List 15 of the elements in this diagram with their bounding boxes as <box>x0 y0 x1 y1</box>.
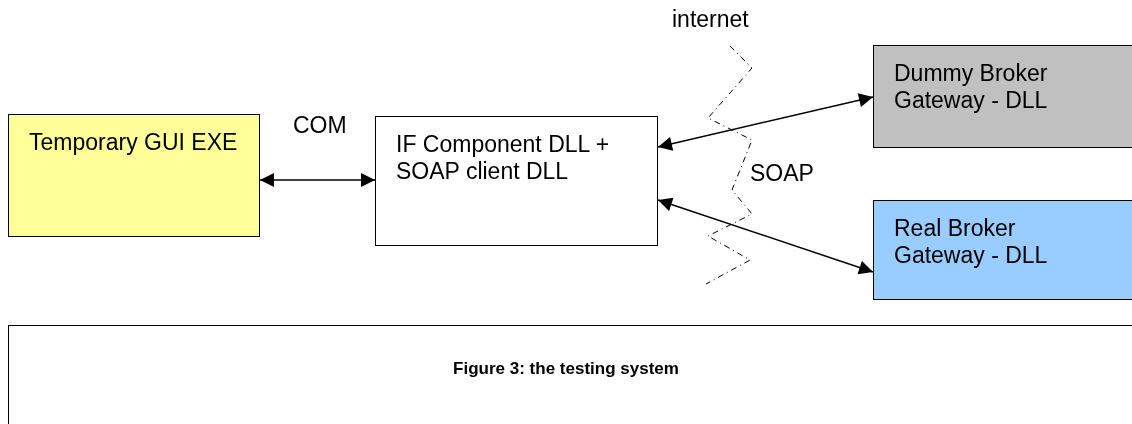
double-arrow <box>657 197 874 275</box>
double-arrow <box>657 93 874 151</box>
component-label: Dummy Broker Gateway - DLL <box>894 60 1049 114</box>
component-label: Temporary GUI EXE <box>29 129 239 156</box>
figure-caption: Figure 3: the testing system <box>452 359 680 379</box>
protocol-label: SOAP <box>750 160 814 187</box>
component-label: IF Component DLL + SOAP client DLL <box>396 131 611 185</box>
network-label: internet <box>672 6 749 33</box>
double-arrow <box>259 173 376 187</box>
protocol-label: COM <box>293 112 347 139</box>
component-box <box>375 116 658 246</box>
component-box <box>873 200 1132 300</box>
component-box <box>8 114 260 237</box>
component-label: Real Broker Gateway - DLL <box>894 215 1049 269</box>
component-box <box>873 45 1132 148</box>
